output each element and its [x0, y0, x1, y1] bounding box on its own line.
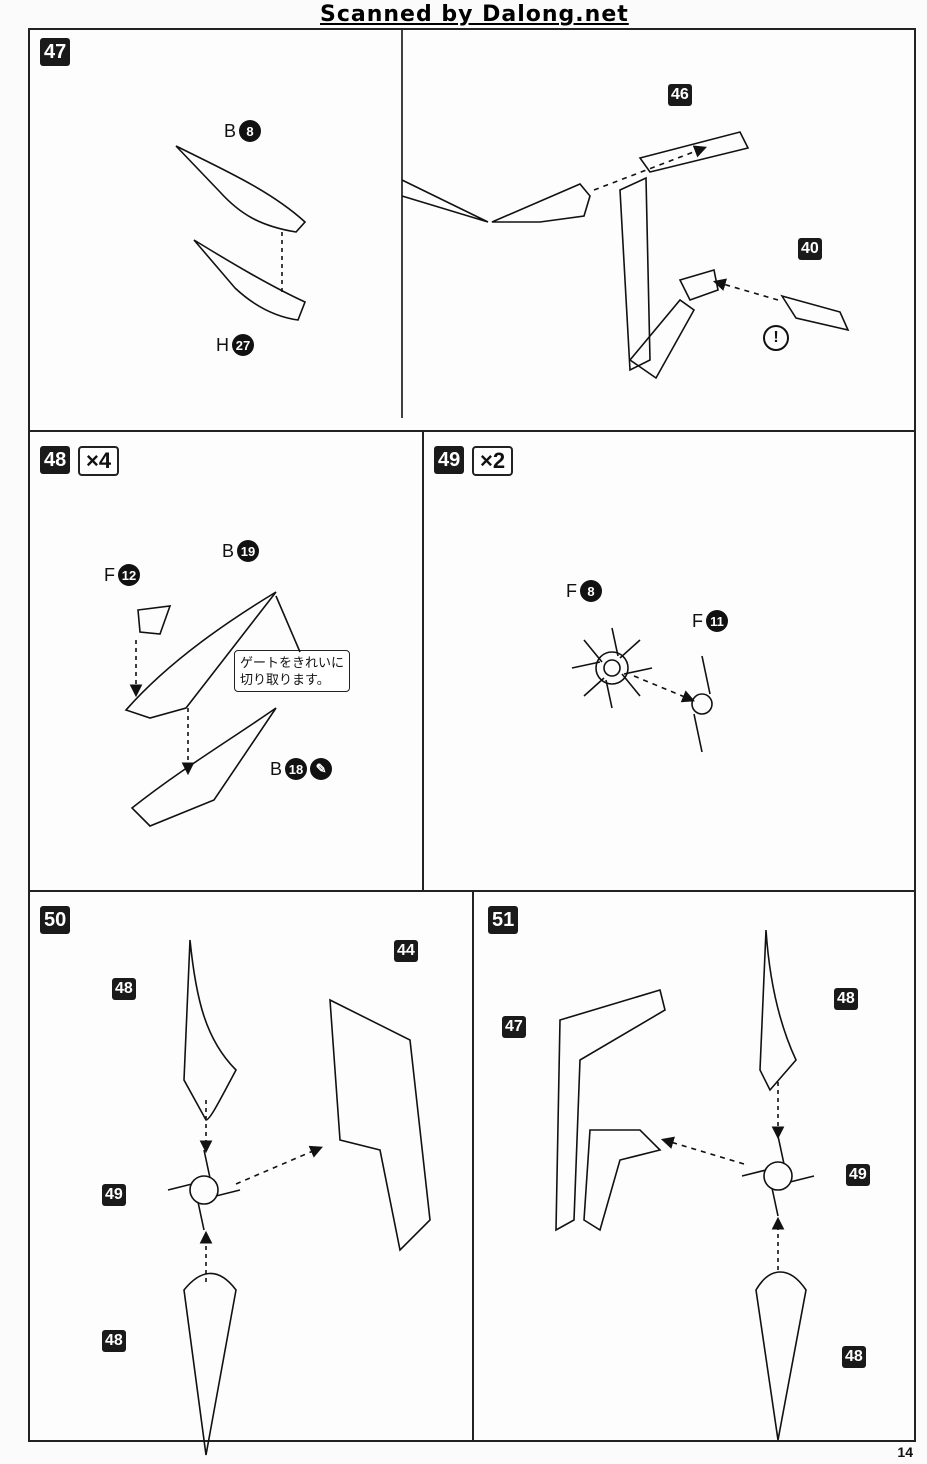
subassembly-callout-44: 44: [394, 940, 418, 962]
part-arm-upper: [638, 131, 750, 173]
part-number: 18: [285, 758, 308, 780]
part-number: 12: [118, 564, 140, 586]
part-49: [741, 1135, 815, 1217]
part-number: 27: [232, 334, 254, 356]
subassembly-callout-47: 47: [502, 1016, 526, 1038]
exclamation-icon: !: [763, 325, 789, 351]
part-arm-joint: [628, 298, 696, 380]
step-51-panel: 51 47 48 49 48: [472, 890, 916, 1442]
part-f11: [691, 655, 713, 753]
part-48-lower: [183, 1272, 237, 1456]
part-48-upper: [759, 929, 797, 1092]
part-b18: [130, 707, 277, 827]
subassembly-callout-46: 46: [668, 84, 692, 106]
part-letter: B: [224, 120, 237, 141]
part-letter: F: [566, 580, 577, 601]
subassembly-callout-48: 48: [102, 1330, 126, 1352]
file-tool-icon: ✎: [310, 758, 333, 780]
subassembly-callout-49: 49: [846, 1164, 870, 1186]
part-letter: B: [270, 758, 283, 779]
part-hand: [678, 268, 719, 301]
part-arm-long: [619, 176, 651, 372]
part-letter: H: [216, 334, 229, 355]
part-44: [329, 998, 431, 1252]
note-leader: [275, 595, 301, 653]
part-40: [780, 294, 850, 332]
part-number: 11: [706, 610, 728, 632]
part-47-arm: [583, 1129, 662, 1232]
part-number: 8: [580, 580, 602, 602]
assembly-arrow: [593, 145, 707, 191]
step-number: 49: [434, 446, 465, 474]
part-number: 19: [237, 540, 260, 562]
quantity-multiplier: ×2: [472, 446, 514, 476]
step-50-panel: 50 48 44 49 48: [28, 890, 474, 1442]
zoom-wedge: [401, 179, 489, 223]
part-47: [555, 988, 666, 1232]
subassembly-callout-48: 48: [834, 988, 858, 1010]
part-number: 8: [239, 120, 262, 142]
step-number: 51: [488, 906, 519, 934]
part-blade-tip: [491, 183, 591, 223]
part-letter: B: [222, 540, 235, 561]
part-48-upper: [183, 939, 237, 1121]
part-49: [167, 1149, 241, 1231]
part-h27: [193, 239, 307, 321]
part-f12: [137, 605, 172, 635]
part-b19: [124, 591, 277, 719]
scanner-watermark: Scanned by Dalong.net: [320, 2, 629, 27]
subassembly-callout-40: 40: [798, 238, 822, 260]
part-f8: [571, 627, 653, 709]
subassembly-callout-48: 48: [842, 1346, 866, 1368]
subassembly-callout-48: 48: [112, 978, 136, 1000]
part-48-lower: [755, 1271, 807, 1441]
gate-cleanup-note: ゲートをきれいに 切り取ります。: [234, 650, 351, 692]
subassembly-callout-49: 49: [102, 1184, 126, 1206]
assembly-arrow: [712, 278, 779, 301]
part-letter: F: [692, 610, 703, 631]
part-b8: [175, 145, 307, 233]
step-number: 48: [40, 446, 71, 474]
step-number: 47: [40, 38, 71, 66]
part-letter: F: [104, 564, 115, 585]
page-number: 14: [897, 1444, 913, 1460]
step-number: 50: [40, 906, 71, 934]
quantity-multiplier: ×4: [78, 446, 120, 476]
